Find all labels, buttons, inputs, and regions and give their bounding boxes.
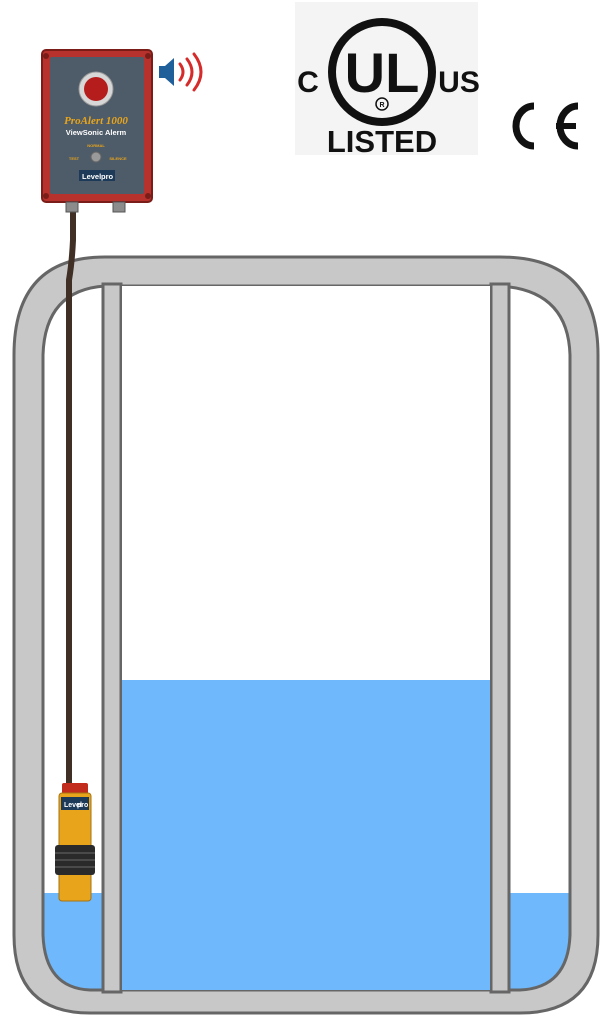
- alarm-status-label: NORMAL: [87, 143, 105, 148]
- tank-right-divider: [489, 282, 511, 994]
- tank-left-divider: [101, 282, 123, 994]
- sound-icon: [159, 52, 203, 92]
- outer-water-right: [509, 893, 570, 990]
- tank: [12, 255, 600, 1015]
- ul-listed-text: LISTED: [327, 124, 437, 159]
- level-sensor: Level pro: [55, 783, 95, 902]
- ce-mark-label: CE: [0, 0, 2, 1]
- alarm-test-silence-button[interactable]: [90, 151, 102, 163]
- alarm-test-label: TEST: [69, 156, 80, 161]
- sensor-cable: [66, 207, 76, 793]
- ul-mark: UL: [345, 41, 420, 104]
- alarm-silence-label: SILENCE: [109, 156, 127, 161]
- alarm-brand-left: Level: [82, 172, 101, 181]
- alarm-box: ProAlert 1000 ViewSonic Alerm NORMAL TES…: [41, 49, 153, 213]
- ul-registered-mark: R: [379, 102, 384, 109]
- alarm-brand-right: pro: [101, 172, 114, 181]
- tank-frame: [12, 255, 600, 1015]
- alarm-subtitle: ViewSonic Alerm: [66, 128, 127, 137]
- inner-water: [122, 680, 490, 990]
- ul-listed-logo: UL R C US LISTED: [295, 2, 480, 159]
- ul-us-mark: US: [438, 66, 480, 99]
- sensor-brand-left: Level: [64, 802, 82, 809]
- ce-mark: CE: [0, 0, 579, 150]
- alarm-model: ProAlert 1000: [64, 115, 128, 127]
- ul-c-mark: C: [297, 66, 319, 99]
- outer-water-left: [43, 893, 103, 990]
- sensor-brand-right: pro: [77, 802, 88, 809]
